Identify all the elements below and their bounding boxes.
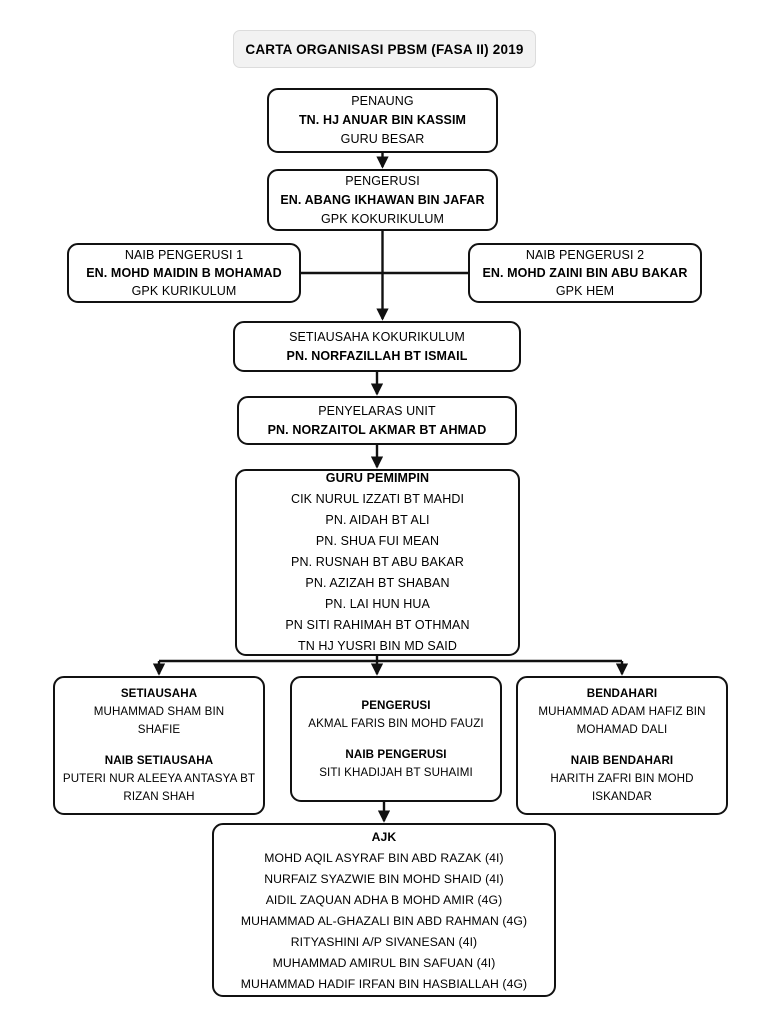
guru-pemimpin-member: TN HJ YUSRI BIN MD SAID xyxy=(297,639,458,653)
ajk-member: MOHD AQIL ASYRAF BIN ABD RAZAK (4I) xyxy=(264,850,504,865)
guru-pemimpin-member: PN. RUSNAH BT ABU BAKAR xyxy=(291,555,464,569)
naib-bendahari-name: HARITH ZAFRI BIN MOHD xyxy=(550,772,694,785)
ajk-member: AIDIL ZAQUAN ADHA B MOHD AMIR (4G) xyxy=(265,892,503,907)
setiausaha-koku-name: PN. NORFAZILLAH BT ISMAIL xyxy=(286,348,468,363)
node-penaung: PENAUNG TN. HJ ANUAR BIN KASSIM GURU BES… xyxy=(267,88,498,153)
setiausaha-role: SETIAUSAHA xyxy=(120,687,198,700)
guru-pemimpin-member: PN. SHUA FUI MEAN xyxy=(315,534,440,548)
node-ajk: AJK MOHD AQIL ASYRAF BIN ABD RAZAK (4I) … xyxy=(212,823,556,997)
guru-pemimpin-role: GURU PEMIMPIN xyxy=(325,471,430,485)
naib-setiausaha-name: PUTERI NUR ALEEYA ANTASYA BT xyxy=(62,772,256,785)
naib2-name: EN. MOHD ZAINI BIN ABU BAKAR xyxy=(482,266,688,280)
pengerusi-name: EN. ABANG IKHAWAN BIN JAFAR xyxy=(280,192,485,207)
ajk-member: MUHAMMAD AMIRUL BIN SAFUAN (4I) xyxy=(272,955,496,970)
bendahari-role: BENDAHARI xyxy=(586,687,658,700)
node-setiausaha: SETIAUSAHA MUHAMMAD SHAM BIN SHAFIE NAIB… xyxy=(53,676,265,815)
page-title: CARTA ORGANISASI PBSM (FASA II) 2019 xyxy=(245,41,524,57)
ajk-member: MUHAMMAD AL-GHAZALI BIN ABD RAHMAN (4G) xyxy=(240,913,528,928)
setiausaha-name: MUHAMMAD SHAM BIN xyxy=(93,705,225,718)
spacer xyxy=(292,733,500,746)
naib-pengerusi-murid-name: SITI KHADIJAH BT SUHAIMI xyxy=(319,765,473,779)
node-bendahari: BENDAHARI MUHAMMAD ADAM HAFIZ BIN MOHAMA… xyxy=(516,676,728,815)
ajk-member: MUHAMMAD HADIF IRFAN BIN HASBIALLAH (4G) xyxy=(240,976,528,991)
penaung-role: PENAUNG xyxy=(351,94,414,108)
naib2-position: GPK HEM xyxy=(555,284,615,298)
penaung-position: GURU BESAR xyxy=(340,132,425,146)
chart-title-banner: CARTA ORGANISASI PBSM (FASA II) 2019 xyxy=(233,30,536,68)
node-guru-pemimpin: GURU PEMIMPIN CIK NURUL IZZATI BT MAHDI … xyxy=(235,469,520,656)
pengerusi-murid-name: AKMAL FARIS BIN MOHD FAUZI xyxy=(308,716,484,730)
ajk-member: RITYASHINI A/P SIVANESAN (4I) xyxy=(290,934,478,949)
node-setiausaha-kokurikulum: SETIAUSAHA KOKURIKULUM PN. NORFAZILLAH B… xyxy=(233,321,521,372)
node-pengerusi-murid: PENGERUSI AKMAL FARIS BIN MOHD FAUZI NAI… xyxy=(290,676,502,802)
pengerusi-position: GPK KOKURIKULUM xyxy=(320,211,445,226)
naib-setiausaha-role: NAIB SETIAUSAHA xyxy=(104,754,214,767)
naib-setiausaha-name: RIZAN SHAH xyxy=(123,790,195,803)
setiausaha-name: SHAFIE xyxy=(137,723,181,736)
guru-pemimpin-member: PN. AZIZAH BT SHABAN xyxy=(305,576,450,590)
node-naib-pengerusi-1: NAIB PENGERUSI 1 EN. MOHD MAIDIN B MOHAM… xyxy=(67,243,301,303)
pengerusi-role: PENGERUSI xyxy=(345,173,420,188)
spacer xyxy=(518,739,726,752)
naib1-name: EN. MOHD MAIDIN B MOHAMAD xyxy=(86,266,282,280)
naib-bendahari-role: NAIB BENDAHARI xyxy=(570,754,674,767)
guru-pemimpin-member: PN. LAI HUN HUA xyxy=(325,597,430,611)
naib2-role: NAIB PENGERUSI 2 xyxy=(525,248,645,262)
penyelaras-role: PENYELARAS UNIT xyxy=(318,403,436,418)
pengerusi-murid-role: PENGERUSI xyxy=(361,698,431,712)
guru-pemimpin-member: PN. AIDAH BT ALI xyxy=(325,513,430,527)
node-naib-pengerusi-2: NAIB PENGERUSI 2 EN. MOHD ZAINI BIN ABU … xyxy=(468,243,702,303)
ajk-member: NURFAIZ SYAZWIE BIN MOHD SHAID (4I) xyxy=(264,871,504,886)
naib1-role: NAIB PENGERUSI 1 xyxy=(124,248,244,262)
node-pengerusi: PENGERUSI EN. ABANG IKHAWAN BIN JAFAR GP… xyxy=(267,169,498,231)
penyelaras-name: PN. NORZAITOL AKMAR BT AHMAD xyxy=(267,422,487,437)
bendahari-name: MOHAMAD DALI xyxy=(576,723,668,736)
naib1-position: GPK KURIKULUM xyxy=(131,284,237,298)
spacer xyxy=(55,739,263,752)
naib-pengerusi-murid-role: NAIB PENGERUSI xyxy=(345,747,447,761)
bendahari-name: MUHAMMAD ADAM HAFIZ BIN xyxy=(538,705,706,718)
naib-bendahari-name: ISKANDAR xyxy=(591,790,653,803)
node-penyelaras-unit: PENYELARAS UNIT PN. NORZAITOL AKMAR BT A… xyxy=(237,396,517,445)
setiausaha-koku-role: SETIAUSAHA KOKURIKULUM xyxy=(289,329,465,344)
guru-pemimpin-member: CIK NURUL IZZATI BT MAHDI xyxy=(290,492,465,506)
penaung-name: TN. HJ ANUAR BIN KASSIM xyxy=(298,113,467,127)
ajk-role: AJK xyxy=(371,829,397,844)
guru-pemimpin-member: PN SITI RAHIMAH BT OTHMAN xyxy=(285,618,470,632)
